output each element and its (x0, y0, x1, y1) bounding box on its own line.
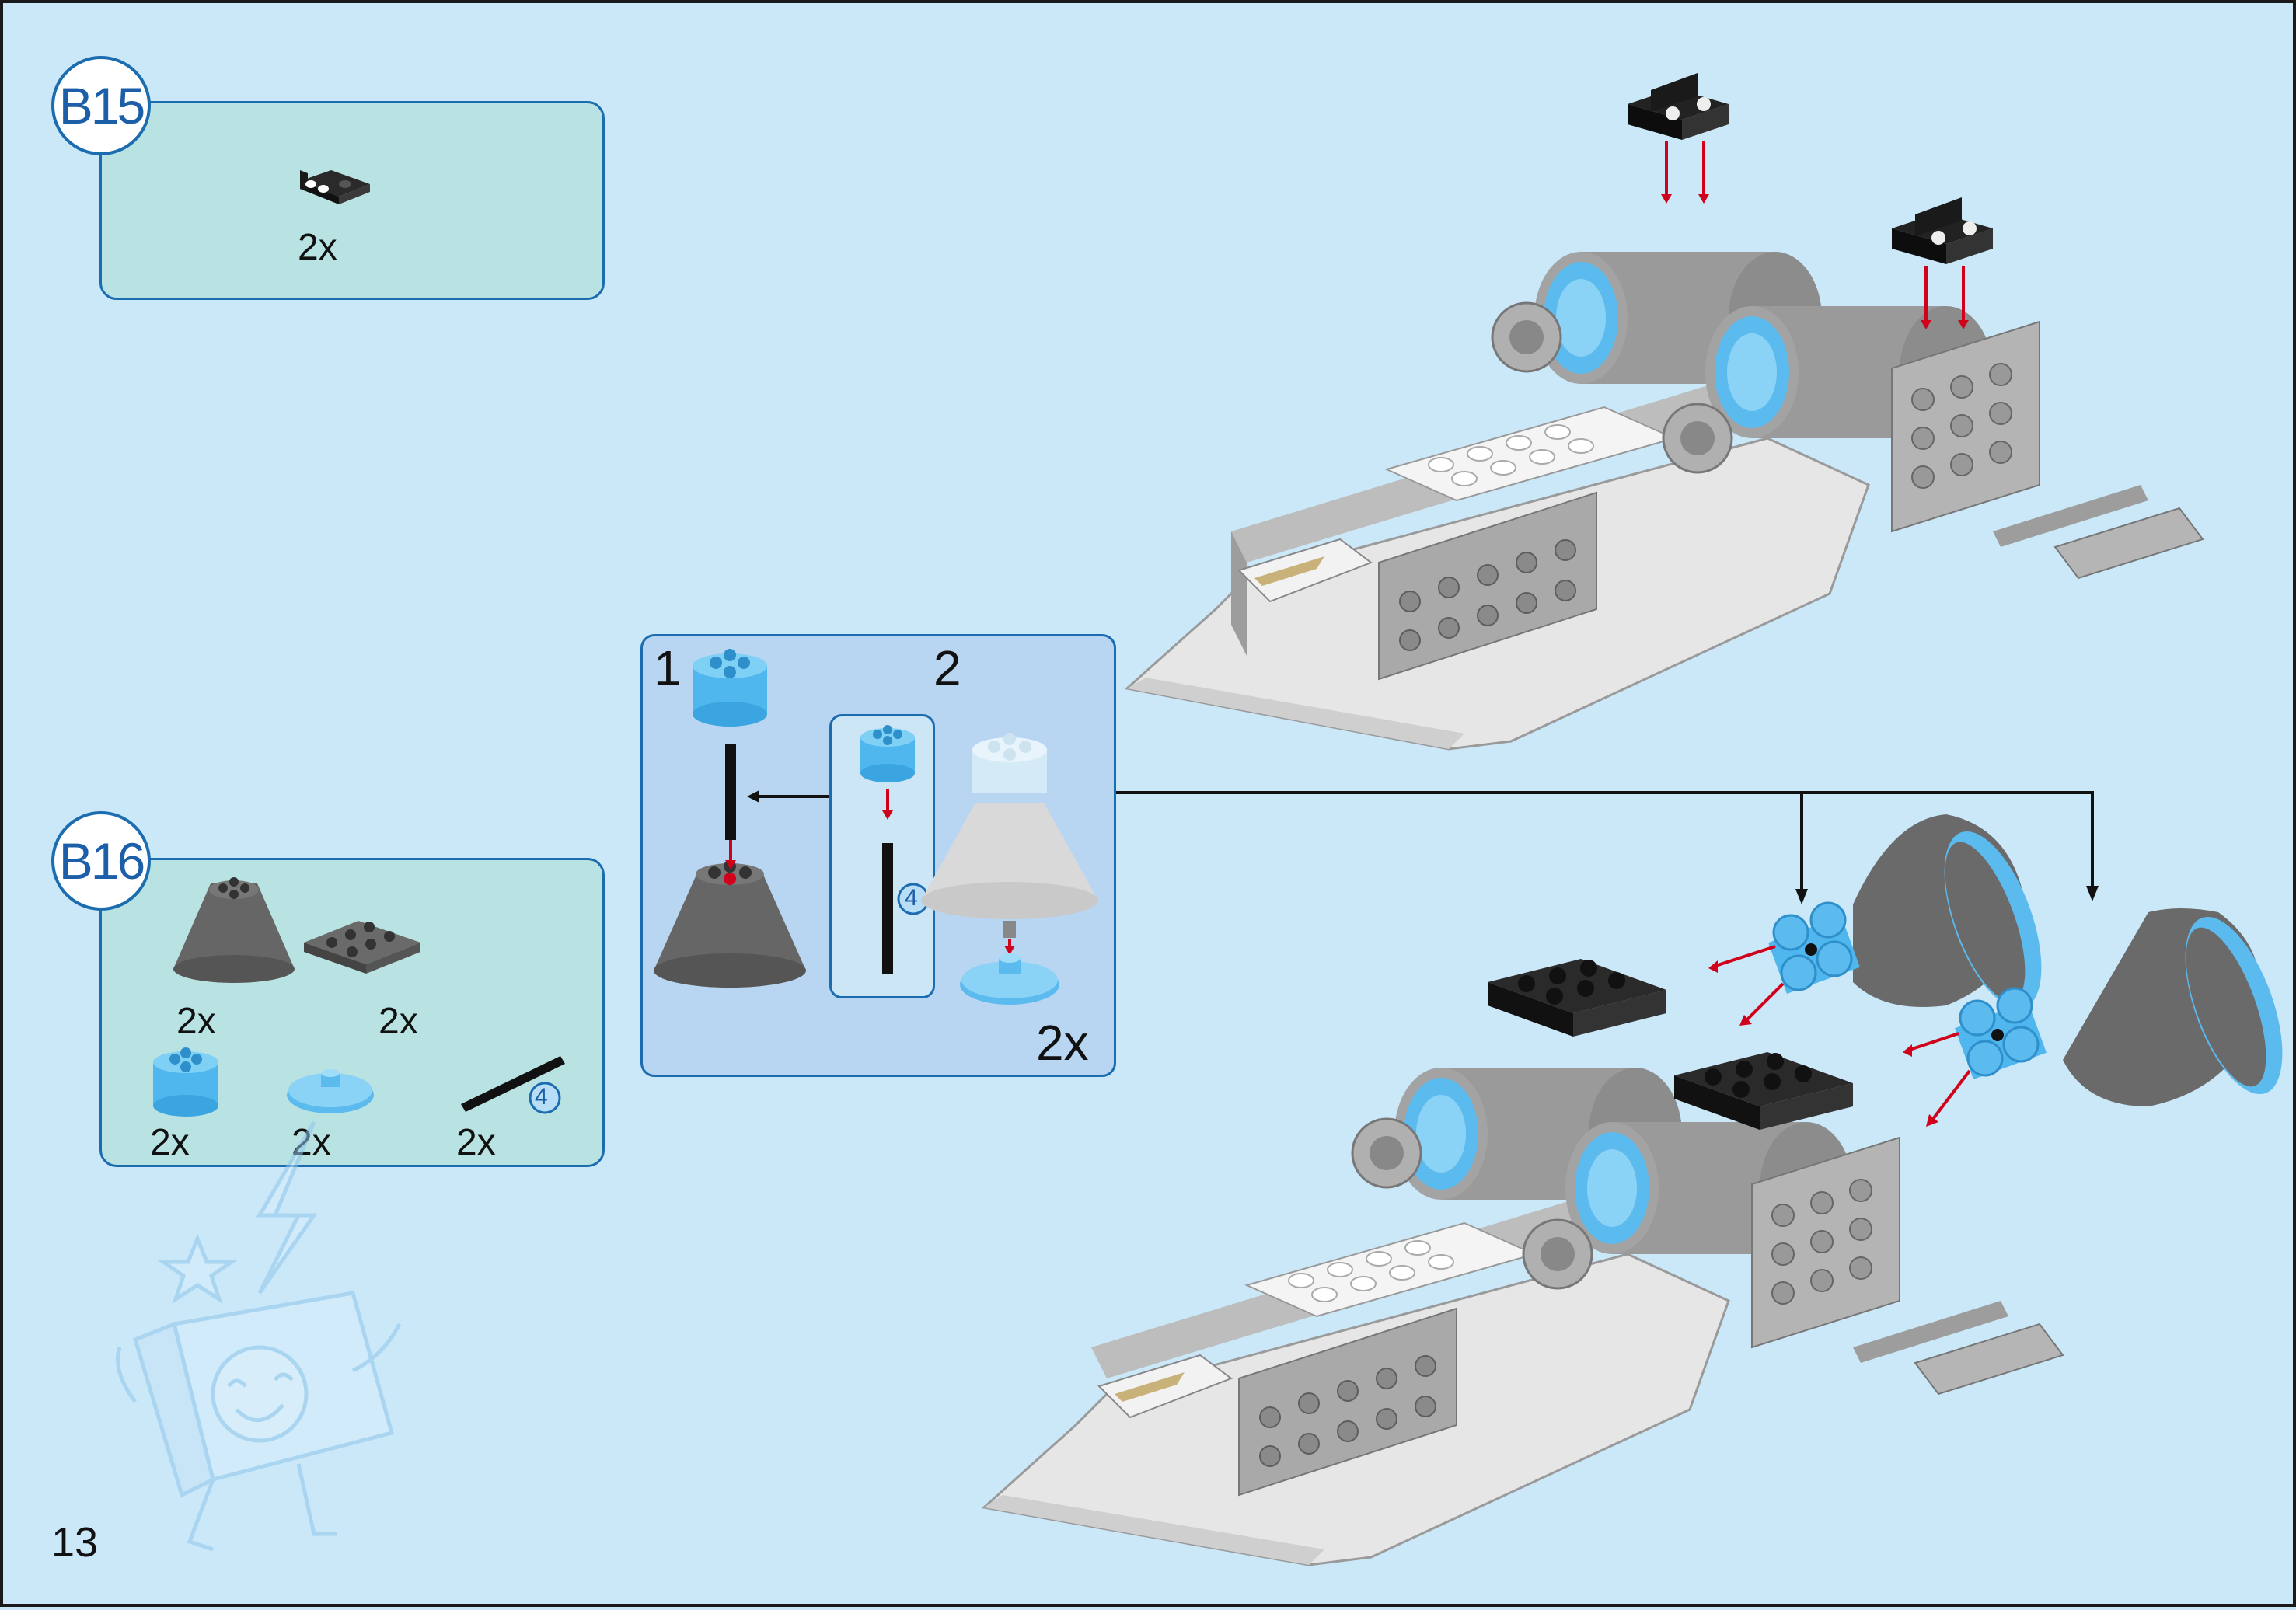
parts-box-b16: 2x 2x 2x 2x 2x 4 (99, 858, 605, 1167)
step1-assembly-icon (654, 649, 806, 988)
dark-gray-plate-icon (304, 921, 420, 974)
thruster-assembly-1 (1768, 814, 2042, 1009)
sub-assembly-callout: 1 2 2x (640, 634, 1116, 1077)
b16-round-brick-qty: 2x (150, 1122, 190, 1163)
b16-cone-qty: 2x (176, 1001, 216, 1042)
sub-assembly-multiplier: 2x (1036, 1015, 1089, 1071)
trans-blue-round-brick-icon (153, 1047, 218, 1117)
sub-step-2-number: 2 (933, 640, 961, 696)
inset-axle-icon (882, 843, 893, 974)
top-black-bracket-2 (1892, 197, 1993, 264)
step-badge-b15: B15 (51, 56, 151, 155)
inset-round-brick-icon (860, 725, 915, 782)
sub-step-1-number: 1 (654, 640, 682, 696)
top-model-illustration (1124, 73, 2204, 751)
mascot-watermark (116, 1120, 402, 1552)
black-bracket-plate-icon (300, 170, 370, 204)
b16-axle-length: 4 (535, 1084, 548, 1110)
b15-part-qty: 2x (298, 227, 337, 268)
parts-box-b15: 2x (99, 101, 605, 300)
trans-blue-dish-icon (287, 1069, 374, 1113)
page-number: 13 (51, 1519, 99, 1566)
thruster-assembly-2 (1955, 908, 2283, 1106)
step2-assembly-icon (921, 733, 1098, 1005)
model-illustrations (116, 73, 2283, 1566)
bottom-black-plate-2 (1674, 1052, 1853, 1130)
top-black-bracket-1 (1628, 73, 1729, 140)
dark-gray-cone-icon (173, 877, 295, 983)
axle-length-badge-b16 (529, 1082, 561, 1114)
b16-axle-qty: 2x (456, 1122, 496, 1163)
step-badge-b16: B16 (51, 811, 151, 911)
black-axle-icon (461, 1056, 565, 1112)
b16-plate-qty: 2x (379, 1001, 418, 1042)
inset-axle-length: 4 (905, 885, 918, 911)
bottom-model-illustration (981, 814, 2283, 1566)
bottom-black-plate-1 (1488, 959, 1666, 1037)
